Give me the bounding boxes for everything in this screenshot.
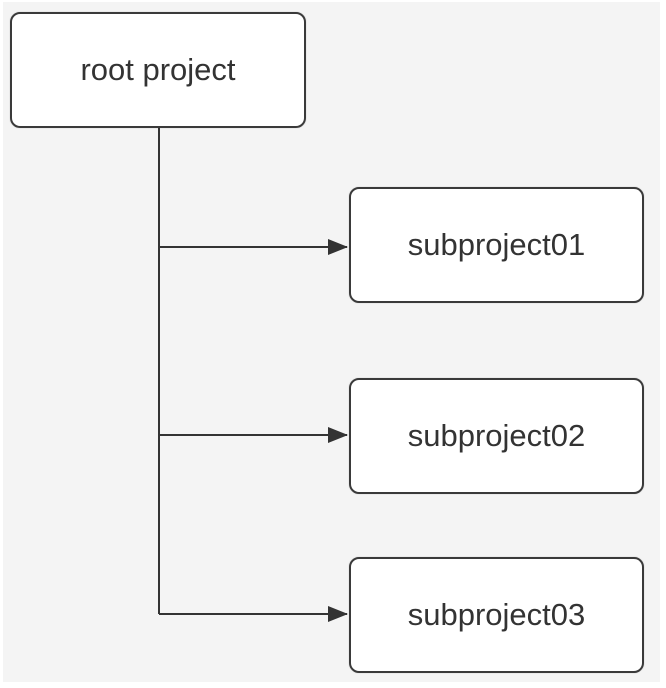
root-project-node: root project bbox=[10, 12, 306, 128]
subproject03-node: subproject03 bbox=[349, 557, 644, 673]
subproject01-node: subproject01 bbox=[349, 187, 644, 303]
subproject01-label: subproject01 bbox=[407, 227, 586, 262]
root-project-label: root project bbox=[80, 52, 236, 87]
subproject02-node: subproject02 bbox=[349, 378, 644, 494]
subproject03-label: subproject03 bbox=[407, 597, 586, 632]
subproject02-label: subproject02 bbox=[407, 418, 586, 453]
